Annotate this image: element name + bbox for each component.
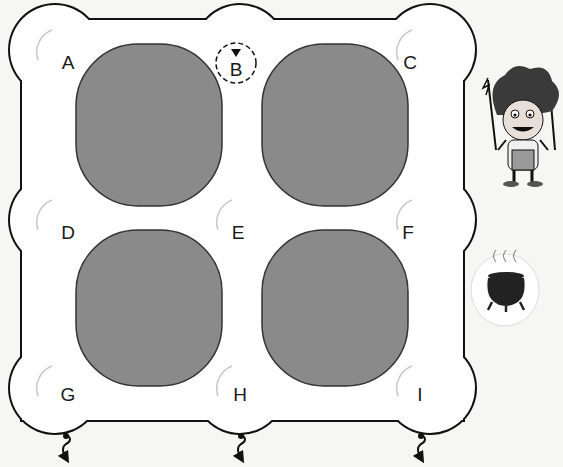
maze-floor: [10, 5, 475, 433]
room-letter: H: [233, 385, 247, 404]
exit-arrow: [63, 434, 425, 458]
start-marker: [231, 49, 241, 57]
pillar: [76, 44, 408, 386]
room-letter: B: [230, 60, 243, 79]
maze-outline: [8, 3, 477, 435]
room-letter: A: [62, 53, 75, 72]
alcove-arc: [37, 30, 412, 396]
room-letter: E: [232, 223, 245, 242]
start-circle: B: [214, 40, 258, 86]
room-letter: F: [402, 223, 414, 242]
room-letter: G: [61, 385, 76, 404]
room-letter: D: [61, 223, 75, 242]
room-letter: I: [417, 385, 422, 404]
exit-arrow-dot: [63, 433, 424, 439]
cauldron-illustration: [471, 250, 539, 326]
room-letter: C: [403, 53, 417, 72]
troll-illustration: [483, 66, 559, 187]
